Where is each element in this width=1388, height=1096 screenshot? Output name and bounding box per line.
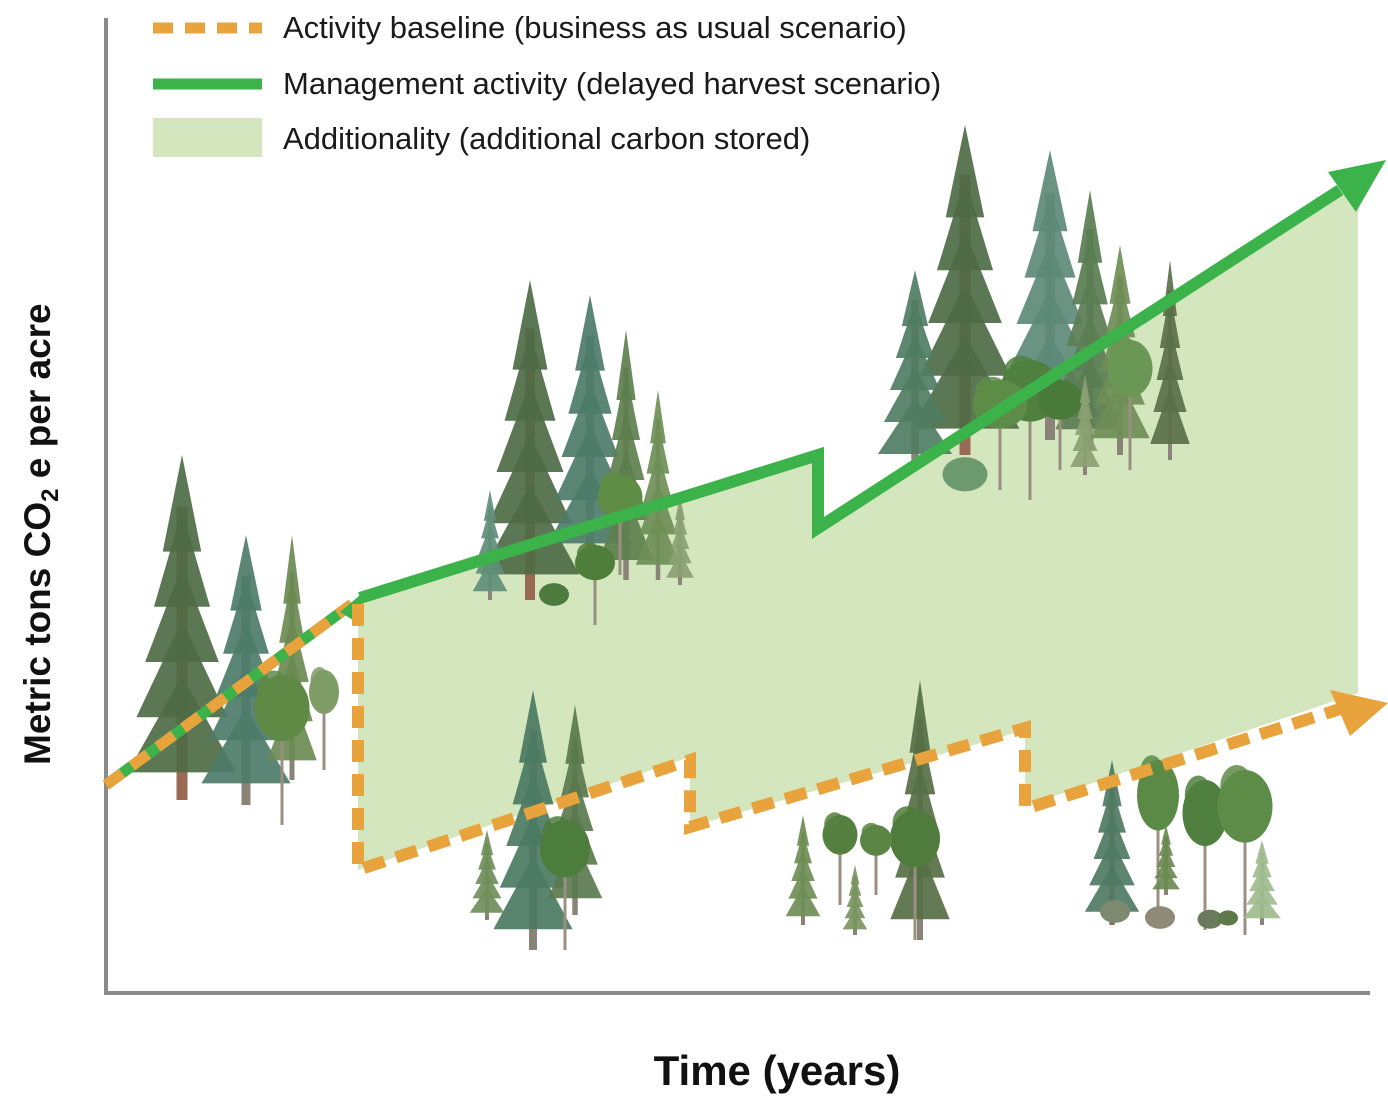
- management-activity-line: [358, 184, 1344, 604]
- shrub-icon: [1218, 910, 1238, 926]
- y-axis-title-subscript: 2: [37, 489, 64, 502]
- broadleaf-tree-icon: [575, 542, 615, 625]
- broadleaf-tree-icon: [822, 812, 858, 905]
- broadleaf-tree-icon: [890, 806, 940, 940]
- conifer-tree-icon: [1070, 375, 1100, 475]
- baseline-arrowhead-icon: [1330, 690, 1388, 736]
- legend-additionality-label: Additionality (additional carbon stored): [283, 121, 810, 156]
- management-arrowhead-icon: [1328, 160, 1386, 212]
- legend-additionality-swatch: [153, 118, 262, 157]
- broadleaf-tree-icon: [1137, 755, 1179, 920]
- shared-initial-line-orange: [102, 599, 356, 790]
- broadleaf-tree-icon: [1217, 765, 1273, 935]
- x-axis-title: Time (years): [654, 1047, 901, 1094]
- shrub-icon: [942, 457, 988, 492]
- legend-baseline-label: Activity baseline (business as usual sce…: [283, 10, 907, 45]
- conifer-tree-icon: [842, 865, 868, 935]
- shrub-icon: [1100, 900, 1130, 923]
- conifer-tree-icon: [1152, 825, 1180, 895]
- shrub-icon: [1145, 906, 1175, 929]
- conifer-tree-icon: [785, 815, 821, 925]
- conifer-tree-icon: [201, 535, 291, 805]
- broadleaf-tree-icon: [860, 822, 892, 895]
- y-axis-title: Metric tons CO2 e per acre: [17, 303, 64, 765]
- conifer-tree-icon: [469, 830, 505, 920]
- y-axis-title-tail: e per acre: [17, 303, 58, 488]
- y-axis-title-main: Metric tons CO: [17, 502, 58, 765]
- forest-illustrations: [127, 125, 1281, 950]
- conifer-tree-icon: [127, 455, 237, 800]
- conifer-tree-icon: [877, 270, 953, 470]
- shrub-icon: [1197, 909, 1223, 929]
- conifer-tree-icon: [635, 390, 681, 580]
- broadleaf-tree-icon: [1182, 775, 1228, 930]
- conifer-tree-icon: [666, 495, 694, 585]
- broadleaf-tree-icon: [309, 667, 339, 770]
- activity-baseline-line: [352, 604, 1342, 879]
- broadleaf-tree-icon: [1107, 336, 1153, 470]
- broadleaf-tree-icon: [254, 670, 310, 825]
- legend-management-label: Management activity (delayed harvest sce…: [283, 66, 941, 101]
- conifer-tree-icon: [1243, 840, 1281, 925]
- broadleaf-tree-icon: [540, 816, 590, 950]
- shrub-icon: [539, 583, 569, 606]
